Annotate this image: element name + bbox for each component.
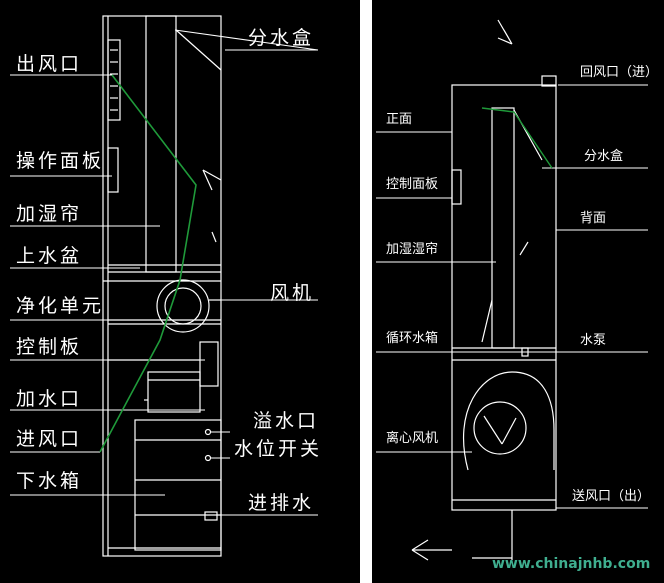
drain-valve — [204, 511, 218, 521]
overflow-port — [204, 428, 212, 436]
label-outlet: 出风口 — [16, 53, 83, 75]
centrifugal-fan-wheel — [473, 401, 527, 455]
label-lower-tank: 下水箱 — [16, 470, 83, 492]
label-distributor: 分水盒 — [248, 27, 315, 49]
label-air-inlet: 进风口 — [16, 428, 83, 450]
label-upper-tray: 上水盆 — [16, 245, 83, 267]
level-switch-sensor — [204, 454, 212, 462]
supply-air-arrow — [411, 539, 452, 561]
label-overflow: 溢水口 — [253, 410, 320, 432]
label-supply-air: 送风口（出） — [572, 489, 651, 504]
cabinet-outline — [102, 15, 222, 557]
fan-housing — [156, 279, 210, 333]
lower-tank — [134, 419, 222, 551]
label-distributor: 分水盒 — [584, 149, 624, 164]
label-water-inlet: 加水口 — [16, 388, 83, 410]
label-humidifier-curtain: 加湿湿帘 — [386, 242, 439, 257]
airflow-leader-line — [99, 74, 197, 453]
return-air-vent — [541, 75, 557, 87]
label-control-panel: 操作面板 — [16, 150, 105, 172]
site-watermark: www.chinajnhb.com — [492, 556, 651, 572]
water-inlet-box — [147, 371, 201, 413]
label-front: 正面 — [386, 112, 413, 127]
green-leader-line — [481, 107, 553, 169]
right-diagram-drawing — [376, 19, 648, 561]
control-board — [199, 341, 219, 387]
label-control-panel: 控制面板 — [386, 177, 439, 192]
label-drain: 进排水 — [248, 492, 315, 514]
control-panel-box — [107, 147, 119, 193]
label-humidifier-curtain: 加湿帘 — [16, 203, 83, 225]
right-diagram-panel: 正面 控制面板 加湿湿帘 循环水箱 离心风机 回风口（进） 分水盒 背面 水泵 … — [372, 0, 664, 583]
outlet-louver — [107, 39, 121, 121]
return-air-arrow — [497, 19, 513, 45]
humidifier-curtain — [491, 107, 515, 349]
label-level-switch: 水位开关 — [234, 438, 323, 460]
label-control-board: 控制板 — [16, 336, 83, 358]
label-centrifugal-fan: 离心风机 — [386, 431, 439, 446]
label-pump: 水泵 — [580, 333, 607, 348]
left-diagram-drawing — [10, 15, 319, 557]
label-return-air: 回风口（进） — [580, 65, 659, 80]
cabinet-outline — [451, 84, 557, 511]
humidifier-curtain — [145, 15, 177, 273]
centrifugal-fan-housing — [463, 371, 555, 471]
label-back: 背面 — [580, 211, 607, 226]
left-diagram-panel: 出风口 操作面板 加湿帘 上水盆 净化单元 控制板 加水口 进风口 下水箱 分水… — [0, 0, 360, 583]
label-circulation-tank: 循环水箱 — [386, 331, 439, 346]
control-panel-box — [451, 169, 462, 205]
label-fan: 风机 — [270, 282, 315, 304]
fan-wheel — [164, 287, 202, 325]
label-purifier: 净化单元 — [16, 295, 105, 317]
